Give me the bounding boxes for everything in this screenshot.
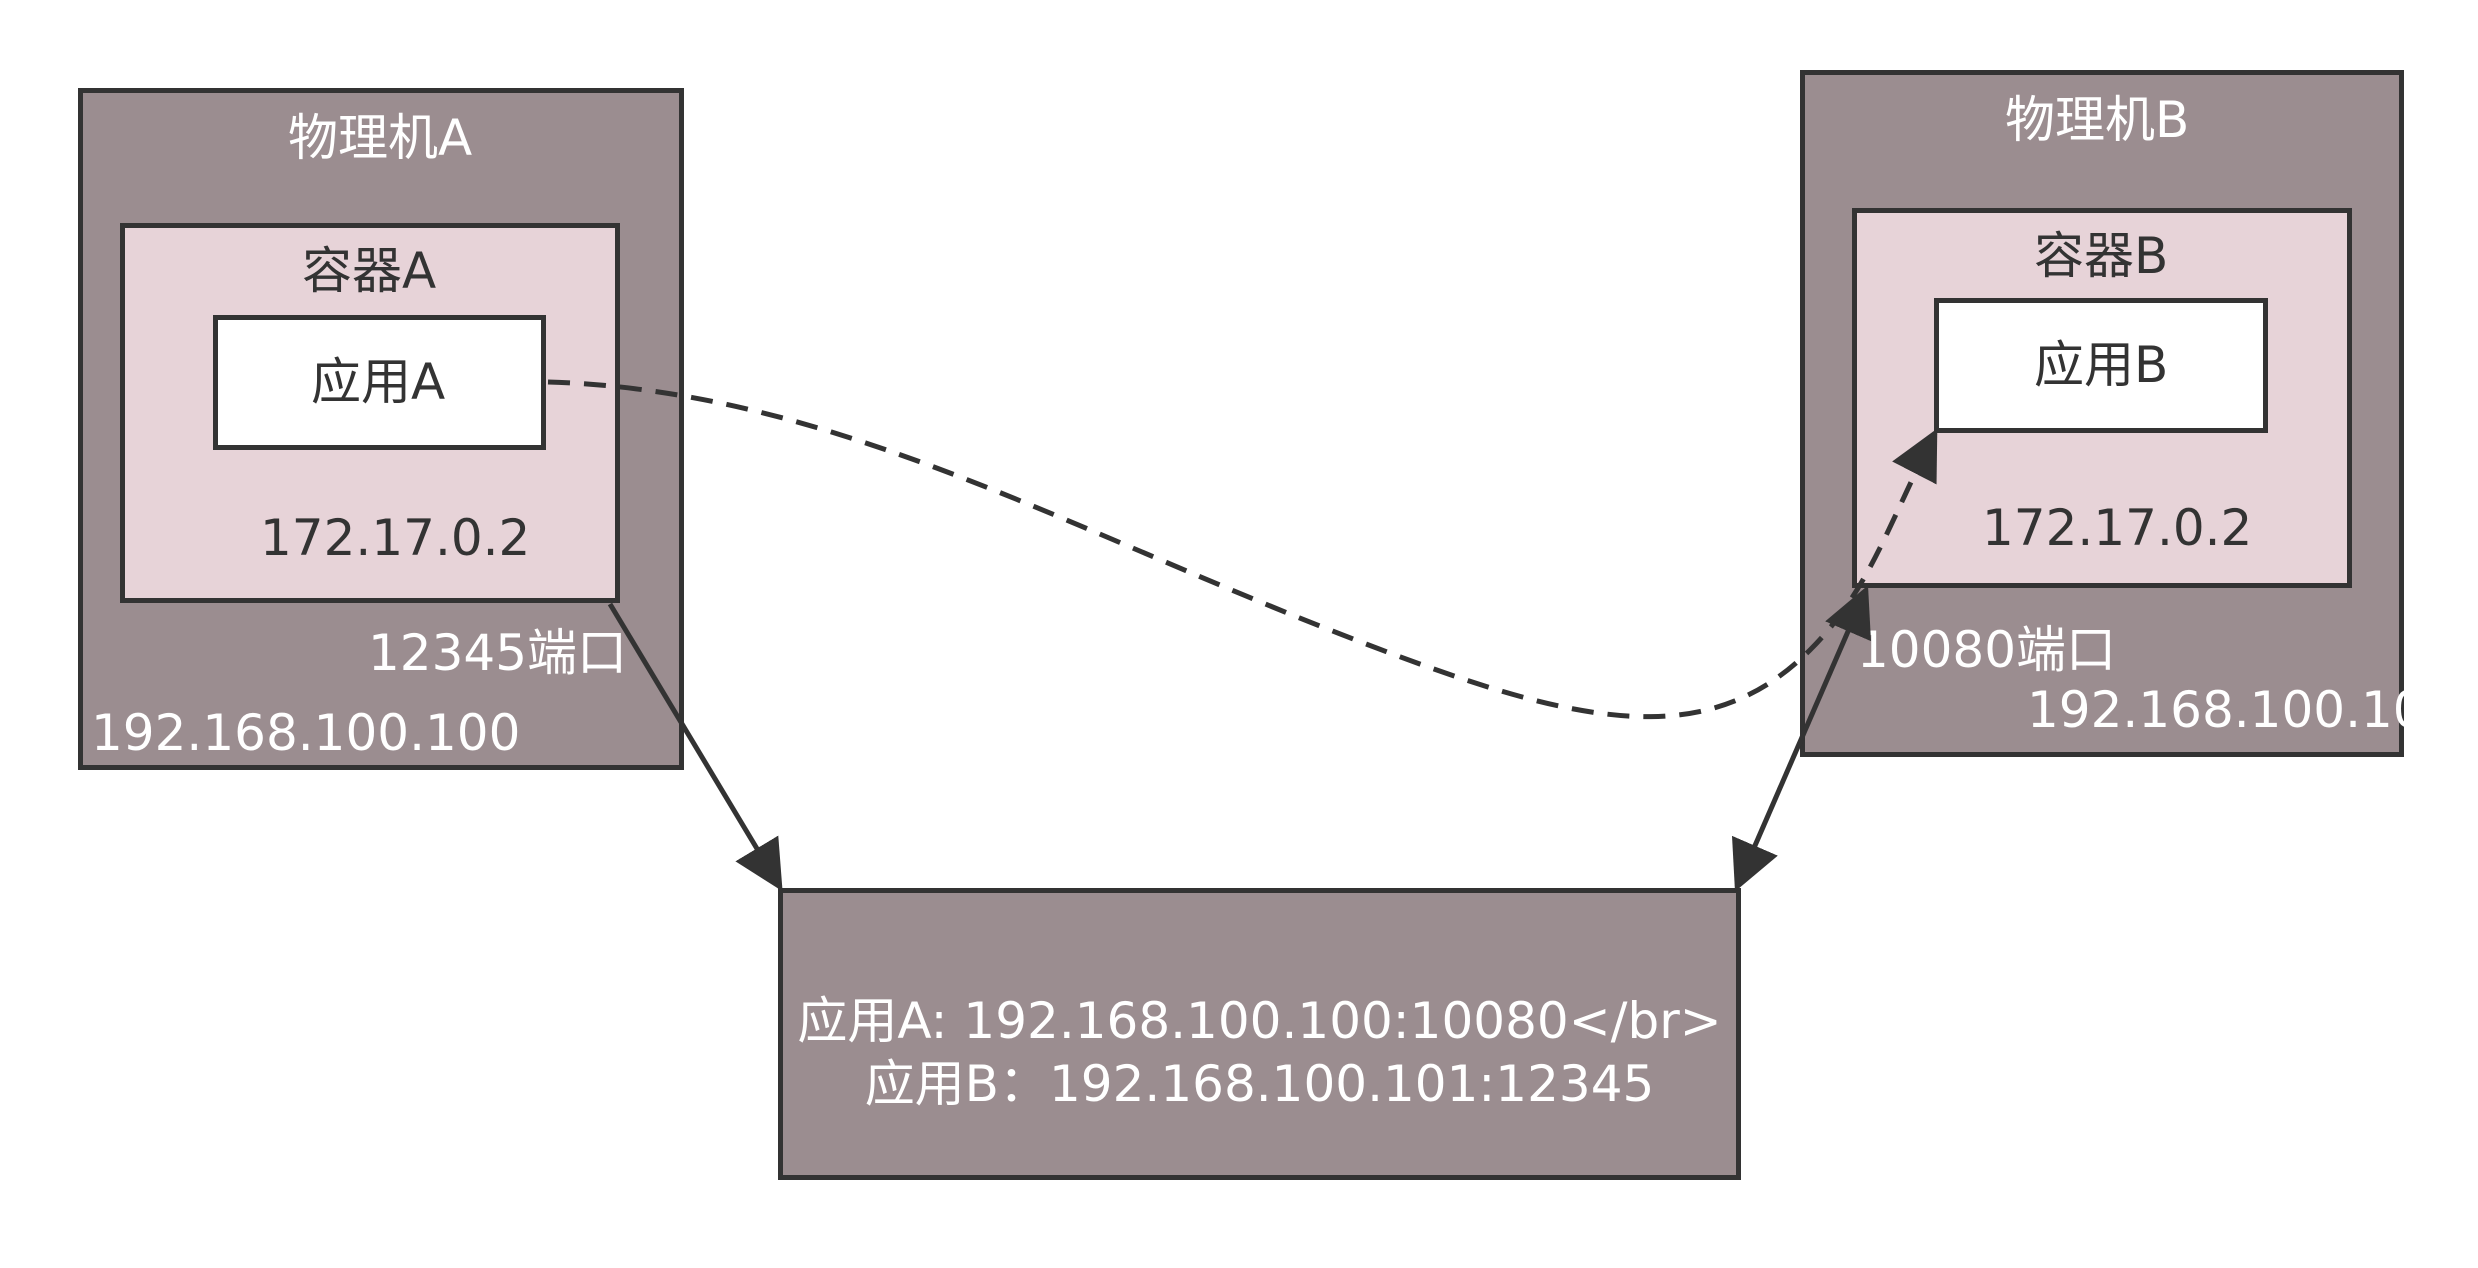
container-a-title: 容器A <box>302 242 437 300</box>
app-b: 应用B <box>1934 298 2268 433</box>
arrow-machine-a-to-mapping <box>607 602 783 892</box>
app-b-label: 应用B <box>2034 336 2169 394</box>
container-b-ip: 172.17.0.2 <box>1982 499 2253 557</box>
machine-b-title: 物理机B <box>2005 91 2190 149</box>
port-mapping-box: 应用A: 192.168.100.100:10080</br> 应用B：192.… <box>778 888 1741 1180</box>
logical-connection-dashed <box>547 379 1938 720</box>
machine-a-title: 物理机A <box>288 109 473 167</box>
machine-b-ip: 192.168.100.101 <box>2027 681 2457 739</box>
mapping-line-1: 应用A: 192.168.100.100:10080</br> <box>797 992 1722 1050</box>
app-a: 应用A <box>213 315 546 450</box>
app-a-label: 应用A <box>311 353 446 411</box>
machine-a-port: 12345端口 <box>368 624 628 682</box>
machine-b-port: 10080端口 <box>1857 621 2117 679</box>
mapping-line-2: 应用B：192.168.100.101:12345 <box>864 1055 1655 1113</box>
container-b-title: 容器B <box>2034 227 2169 285</box>
machine-a-ip: 192.168.100.100 <box>91 704 521 762</box>
arrow-mapping-to-machine-b <box>1731 585 1872 892</box>
container-a-ip: 172.17.0.2 <box>260 509 531 567</box>
